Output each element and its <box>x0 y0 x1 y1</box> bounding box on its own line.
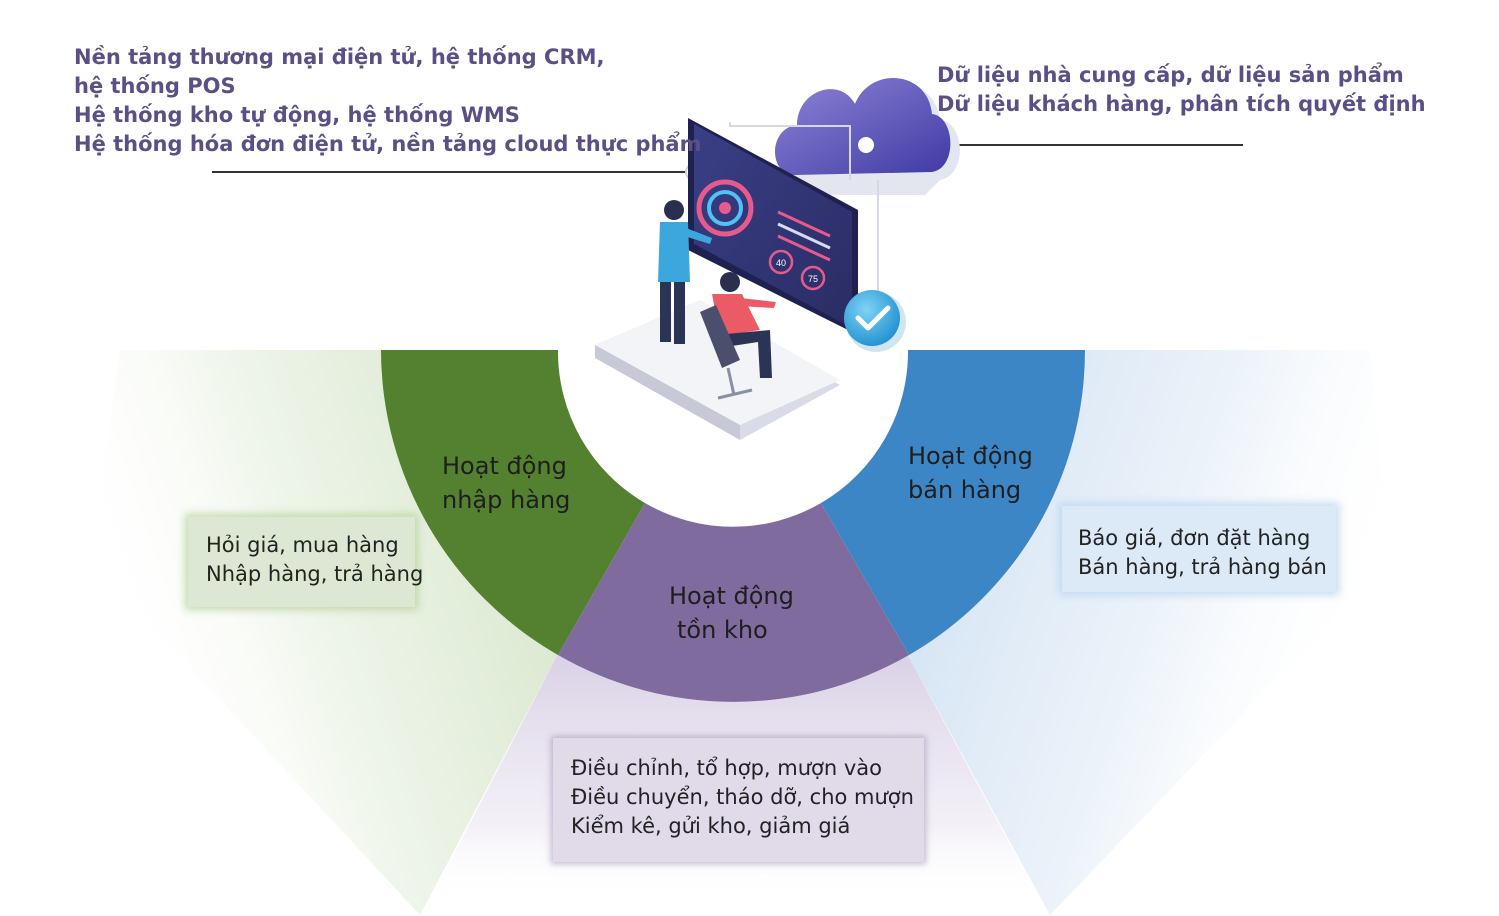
detail-ban-hang-line-2: Bán hàng, trả hàng bán <box>1078 555 1327 579</box>
segment-label-ban-hang: Hoạt động bán hàng <box>908 439 1033 507</box>
systems-line-1: Nền tảng thương mại điện tử, hệ thống CR… <box>74 45 605 69</box>
segment-label-ban-hang-line-1: Hoạt động <box>908 442 1033 470</box>
segment-label-nhap-hang: Hoạt động nhập hàng <box>442 449 570 517</box>
detail-box-ton-kho: Điều chỉnh, tổ hợp, mượn vào Điều chuyển… <box>553 738 924 862</box>
monitor: 40 75 <box>688 118 858 335</box>
detail-nhap-hang-line-2: Nhập hàng, trả hàng <box>206 562 424 586</box>
detail-box-nhap-hang: Hỏi giá, mua hàng Nhập hàng, trả hàng <box>188 517 424 607</box>
segment-ban-hang-shape <box>821 350 1086 655</box>
segment-nhap-hang-shape <box>381 350 645 655</box>
data-line-2: Dữ liệu khách hàng, phân tích quyết định <box>937 92 1426 116</box>
segment-label-ban-hang-line-2: bán hàng <box>908 476 1022 504</box>
segment-label-ton-kho-line-2: tồn kho <box>677 616 768 644</box>
standing-person <box>658 200 712 344</box>
systems-line-3: Hệ thống kho tự động, hệ thống WMS <box>74 103 520 127</box>
check-badge-icon <box>844 290 906 352</box>
gauge-value-1: 40 <box>776 258 786 268</box>
gauge-value-2: 75 <box>808 274 818 284</box>
systems-line-2: hệ thống POS <box>74 74 236 98</box>
data-text: Dữ liệu nhà cung cấp, dữ liệu sản phẩm D… <box>937 61 1426 119</box>
systems-text: Nền tảng thương mại điện tử, hệ thống CR… <box>74 43 702 159</box>
segment-ton-kho-shape <box>558 503 909 702</box>
systems-line-4: Hệ thống hóa đơn điện tử, nền tảng cloud… <box>74 132 702 156</box>
detail-nhap-hang-line-1: Hỏi giá, mua hàng <box>206 533 399 557</box>
data-line-1: Dữ liệu nhà cung cấp, dữ liệu sản phẩm <box>937 63 1404 87</box>
detail-ton-kho-line-1: Điều chỉnh, tổ hợp, mượn vào <box>571 756 883 780</box>
segment-label-ton-kho-line-1: Hoạt động <box>669 582 794 610</box>
segment-label-nhap-hang-line-1: Hoạt động <box>442 452 567 480</box>
detail-box-ban-hang: Báo giá, đơn đặt hàng Bán hàng, trả hàng… <box>1062 506 1336 592</box>
segment-label-nhap-hang-line-2: nhập hàng <box>442 486 571 514</box>
detail-ban-hang-line-1: Báo giá, đơn đặt hàng <box>1078 526 1311 550</box>
segment-label-ton-kho: Hoạt động tồn kho <box>669 579 794 647</box>
seated-person <box>700 272 776 400</box>
cloud-icon <box>774 78 960 195</box>
illustration: 40 75 <box>595 78 960 440</box>
detail-ton-kho-line-2: Điều chuyển, tháo dỡ, cho mượn <box>571 785 914 809</box>
platform <box>595 300 840 440</box>
detail-ton-kho-line-3: Kiểm kê, gửi kho, giảm giá <box>571 814 851 838</box>
